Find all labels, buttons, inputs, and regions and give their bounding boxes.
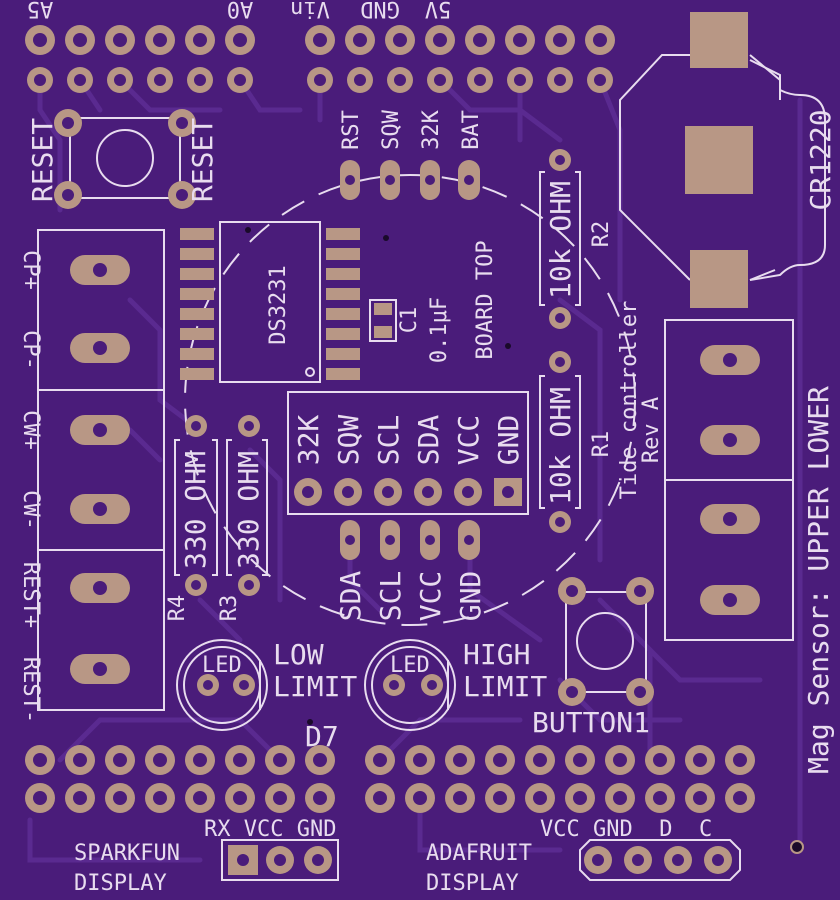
rtc-pin-bat: BAT <box>459 110 484 150</box>
module-pin-vcc: VCC <box>452 415 485 466</box>
rtc-pin-rst: RST <box>339 110 364 150</box>
module-pin-sqw: SQW <box>332 415 365 466</box>
module-pin-sda: SDA <box>412 415 445 466</box>
mag-sensor-label: Mag Sensor: UPPER LOWER <box>802 386 835 774</box>
r2-ref: R2 <box>589 221 614 248</box>
i2c-vcc: VCC <box>414 571 447 622</box>
high-label-2: LIMIT <box>463 670 547 703</box>
copper-traces <box>27 77 803 863</box>
bottom-header-left <box>25 745 335 813</box>
label-5v: 5V <box>425 0 452 21</box>
via <box>307 719 313 725</box>
terminal-cw-minus: CW- <box>18 490 43 530</box>
sparkfun-connector <box>221 839 339 881</box>
adafruit-label-1: ADAFRUIT <box>426 841 532 866</box>
i2c-gnd: GND <box>454 571 487 622</box>
r4-value: 330 OHM <box>179 451 212 569</box>
led-high-limit <box>364 639 456 731</box>
terminal-cp-minus: CP- <box>18 330 43 370</box>
r1-value: 10k OHM <box>544 387 577 505</box>
adafruit-label-2: DISPLAY <box>426 871 519 896</box>
top-header-right <box>305 25 615 93</box>
left-terminal-block <box>37 229 165 711</box>
reset-label-left: RESET <box>26 118 59 202</box>
battery-holder <box>619 12 826 308</box>
module-pin-gnd: GND <box>492 415 525 466</box>
adafruit-pins: VCC GND D C <box>540 817 712 842</box>
led-low-limit <box>176 639 268 731</box>
i2c-scl: SCL <box>374 571 407 622</box>
sparkfun-label-2: DISPLAY <box>74 871 167 896</box>
terminal-rest-plus: REST+ <box>18 562 43 628</box>
capacitor-c1 <box>369 299 397 342</box>
ds3231-chip <box>180 221 360 383</box>
cap-value: 0.1μF <box>427 297 452 363</box>
low-label-2: LIMIT <box>273 670 357 703</box>
label-gnd-top: GND <box>360 0 400 21</box>
fiducial <box>790 840 804 854</box>
i2c-sda: SDA <box>334 571 367 622</box>
i2c-pads <box>340 520 480 560</box>
via <box>505 343 511 349</box>
sparkfun-pins: RX VCC GND <box>204 817 336 842</box>
module-pin-scl: SCL <box>372 415 405 466</box>
low-label-1: LOW <box>273 638 324 671</box>
rtc-module-outline <box>184 174 636 626</box>
led-low-text: LED <box>202 653 242 678</box>
r1-ref: R1 <box>589 431 614 458</box>
terminal-cp-plus: CP+ <box>18 250 43 290</box>
resistor-r4 <box>174 415 218 596</box>
terminal-rest-minus: REST- <box>18 657 43 723</box>
module-pin-32k: 32K <box>292 415 325 466</box>
sparkfun-label-1: SPARKFUN <box>74 841 180 866</box>
battery-label: CR1220 <box>804 109 837 210</box>
board-top-label: BOARD TOP <box>473 240 498 359</box>
rtc-pin-sqw: SQW <box>379 109 404 149</box>
label-a0: A0 <box>227 0 254 21</box>
board-title: Tide controller <box>617 301 642 500</box>
resistor-r3 <box>226 415 268 596</box>
via <box>383 235 389 241</box>
button1-switch[interactable] <box>558 577 654 706</box>
r3-value: 330 OHM <box>232 451 265 569</box>
r3-ref: R3 <box>217 595 242 622</box>
chip-label-ds3231: DS3231 <box>266 265 291 344</box>
bottom-header-right <box>365 745 755 813</box>
led-high-text: LED <box>390 653 430 678</box>
rtc-pin-32k: 32K <box>419 109 444 149</box>
board-revision: Rev A <box>639 397 664 463</box>
module-header <box>287 391 529 515</box>
right-terminal-block <box>664 319 794 641</box>
reset-label-right: RESET <box>186 118 219 202</box>
terminal-cw-plus: CW+ <box>18 410 43 450</box>
high-label-1: HIGH <box>463 638 530 671</box>
button1-label: BUTTON1 <box>532 706 650 739</box>
reset-switch[interactable] <box>54 109 196 209</box>
label-vin: Vin <box>290 0 330 21</box>
label-a5: A5 <box>27 0 54 21</box>
cap-ref-c1: C1 <box>397 307 422 334</box>
resistor-r2 <box>539 149 581 329</box>
resistor-r1 <box>539 351 581 533</box>
r4-ref: R4 <box>165 595 190 622</box>
r2-value: 10k OHM <box>544 181 577 299</box>
adafruit-connector <box>579 839 741 881</box>
rtc-pin-pads <box>340 160 480 200</box>
top-header-left <box>25 25 255 93</box>
